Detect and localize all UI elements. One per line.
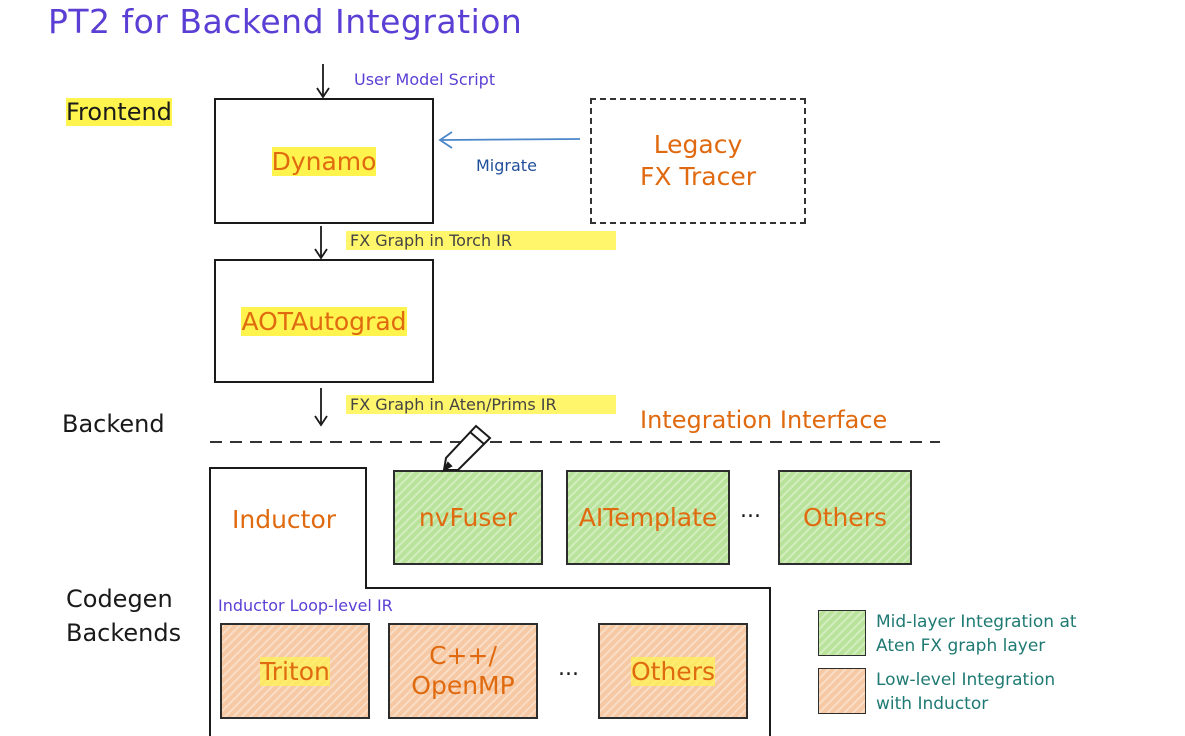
others-mid-text: Others [802, 503, 887, 532]
dynamo-box: Dynamo [214, 98, 434, 224]
others-mid-box: Others [778, 470, 912, 565]
aot-autograd-text: AOTAutograd [241, 306, 407, 336]
inductor-region-outline [209, 467, 771, 736]
codegen-backends-label: Codegen Backends [66, 585, 182, 647]
legend-low-text: Low-level Integration with Inductor [876, 670, 1056, 714]
fx-graph-torch-ir-label: FX Graph in Torch IR [346, 231, 616, 250]
user-model-script-label: User Model Script [354, 70, 496, 89]
frontend-label: Frontend [66, 98, 172, 126]
cpp-openmp-text: C++/ OpenMP [411, 641, 515, 700]
inductor-label-wrap: Inductor [232, 505, 336, 534]
aitemplate-text: AITemplate [578, 503, 718, 532]
legacy-fx-tracer-text: Legacy FX Tracer [639, 130, 757, 191]
triton-text: Triton [260, 656, 330, 686]
nvfuser-text: nvFuser [418, 503, 518, 532]
left-arrow-icon [438, 131, 581, 149]
fx-graph-aten-ir-label: FX Graph in Aten/Prims IR [346, 395, 616, 414]
ellipsis-low: ... [558, 656, 579, 681]
others-low-text: Others [630, 656, 715, 686]
legend-mid-swatch [818, 610, 866, 656]
integration-interface-label: Integration Interface [640, 406, 888, 434]
others-low-box: Others [598, 623, 748, 719]
migrate-label: Migrate [476, 156, 537, 175]
legend-low-swatch [818, 668, 866, 714]
aitemplate-box: AITemplate [566, 470, 730, 565]
down-arrow-icon [314, 226, 328, 260]
inductor-loop-ir-label: Inductor Loop-level IR [218, 596, 393, 615]
cpp-openmp-box: C++/ OpenMP [388, 623, 538, 719]
triton-box: Triton [220, 623, 370, 719]
dynamo-text: Dynamo [271, 146, 377, 176]
aot-autograd-box: AOTAutograd [214, 259, 434, 383]
page-title: PT2 for Backend Integration [48, 2, 523, 41]
ellipsis-mid: ... [740, 498, 761, 523]
nvfuser-box: nvFuser [393, 470, 543, 565]
backend-label: Backend [62, 410, 165, 438]
inductor-text: Inductor [232, 505, 337, 534]
down-arrow-icon [316, 64, 330, 99]
legacy-fx-tracer-box: Legacy FX Tracer [590, 98, 806, 224]
frontend-text: Frontend [66, 98, 172, 126]
pen-icon [441, 424, 492, 473]
down-arrow-icon [314, 388, 328, 427]
legend-mid-text: Mid-layer Integration at Aten FX graph l… [876, 612, 1077, 656]
